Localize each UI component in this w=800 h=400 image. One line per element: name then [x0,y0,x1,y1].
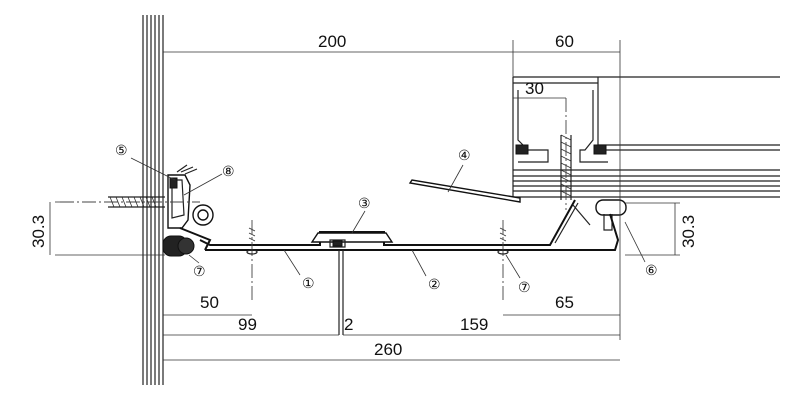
dim-30-3-right: 30.3 [679,215,698,248]
dimension-lines [49,40,680,361]
callout-8: ⑧ [222,163,235,179]
dim-30-3-left: 30.3 [29,215,48,248]
dim-260: 260 [374,340,402,359]
callout-1: ① [302,275,315,291]
svg-text:①: ① [302,275,315,291]
flap-part-4 [408,179,521,203]
svg-text:③: ③ [358,195,371,211]
svg-text:⑧: ⑧ [222,163,235,179]
svg-text:④: ④ [458,147,471,163]
seal-part-7-left [162,235,195,257]
callout-3: ③ [358,195,371,211]
dim-159: 159 [460,315,488,334]
leader-lines [130,157,646,279]
callout-5: ⑤ [115,142,128,158]
dim-99: 99 [238,315,257,334]
svg-text:②: ② [428,276,441,292]
dim-60: 60 [555,32,574,51]
ceiling-screw [560,98,572,210]
dim-200: 200 [318,32,346,51]
callout-7-left: ⑦ [193,263,206,279]
dim-2: 2 [344,315,353,334]
dim-50: 50 [200,293,219,312]
channel-screws [246,220,509,335]
wall [142,15,164,385]
svg-text:⑦: ⑦ [518,279,531,295]
callout-2: ② [428,276,441,292]
left-bracket [167,164,214,251]
svg-text:⑦: ⑦ [193,263,206,279]
ceiling-panel [512,76,780,198]
dim-65: 65 [555,293,574,312]
callout-7-right: ⑦ [518,279,531,295]
dim-30: 30 [525,79,544,98]
wall-screw [60,196,200,208]
svg-text:⑤: ⑤ [115,142,128,158]
channel-profile [199,199,620,251]
callout-4: ④ [458,147,471,163]
callout-6: ⑥ [645,262,658,278]
svg-text:⑥: ⑥ [645,262,658,278]
